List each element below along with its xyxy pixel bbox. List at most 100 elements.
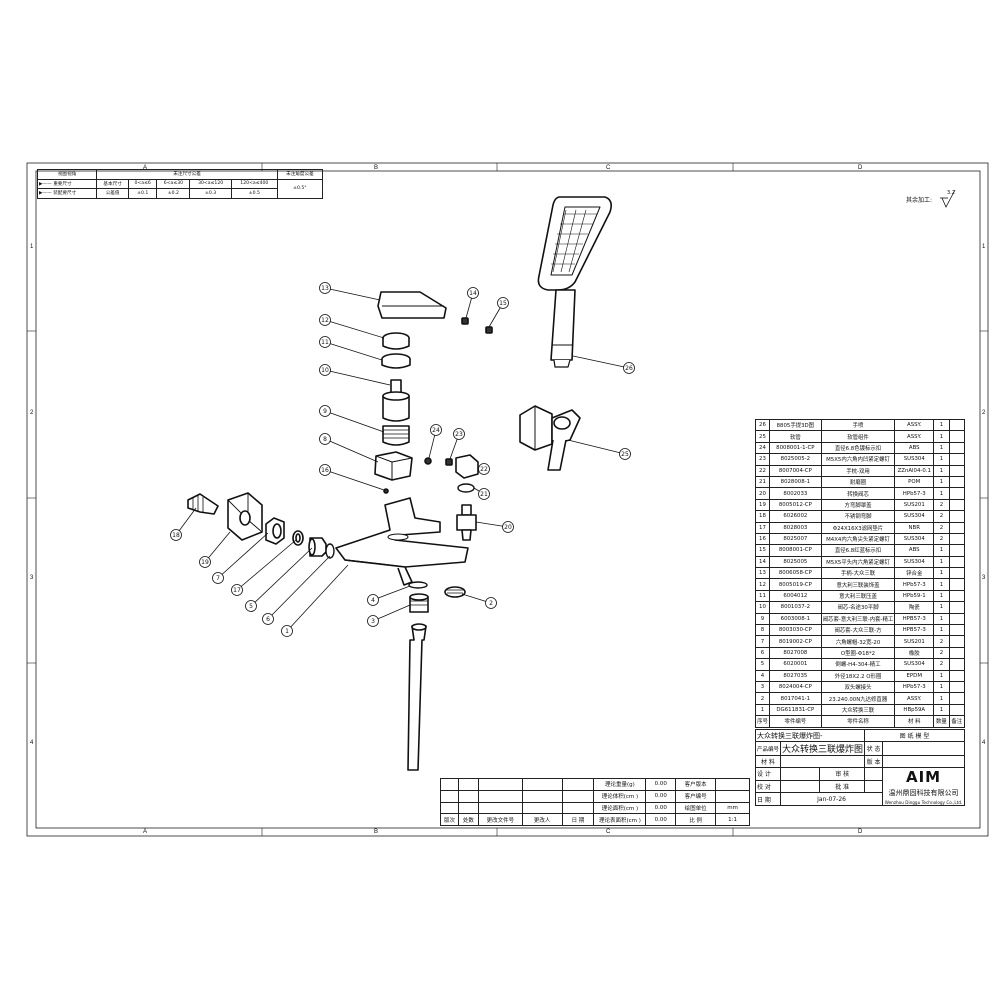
bom-cell-name: 软管组件 xyxy=(820,430,896,443)
prop-client-code-value xyxy=(715,789,750,803)
callout-number: 6 xyxy=(266,616,270,623)
o-ring-small-part xyxy=(408,581,428,589)
lever-handle-part xyxy=(377,291,447,319)
bom-cell-no: 9 xyxy=(755,612,770,626)
status-value xyxy=(882,741,965,756)
bom-cell-no: 20 xyxy=(755,487,770,500)
bom-cell-name: 直径6.8色镀标示扣 xyxy=(820,441,896,455)
date-value: Jan-07-26 xyxy=(780,792,884,806)
callout-bubble xyxy=(319,314,331,326)
bom-cell-mat: HPb59-1 xyxy=(894,589,935,603)
bom-cell-name: 手枕-双用 xyxy=(820,464,896,477)
bom-cell-mat: ABS xyxy=(894,544,935,557)
bom-cell-code: 8007004-CP xyxy=(768,464,822,477)
callout-leader xyxy=(324,319,385,339)
bom-cell-code: 8025007 xyxy=(768,532,822,546)
callout-bubble xyxy=(170,529,182,541)
callout-bubble xyxy=(453,428,465,440)
zone-col-d-bottom: D xyxy=(858,829,863,835)
bom-cell-code: 8003030-CP xyxy=(768,624,822,637)
tol-range-4: 120<a≤400 xyxy=(230,178,278,189)
bom-cell-code: 8028003 xyxy=(768,521,822,534)
prop-surface-value: 0.00 xyxy=(645,813,677,827)
bom-cell-qty: 2 xyxy=(933,635,950,648)
zone-row-1-right: 1 xyxy=(982,244,986,250)
bom-cell-note xyxy=(948,555,966,569)
bom-cell-code: 8008001-CP xyxy=(768,544,822,557)
bom-cell-note xyxy=(948,578,966,591)
bom-cell-mat: HPB57-3 xyxy=(894,624,935,637)
bom-cell-code: 6003008-1 xyxy=(768,612,822,626)
version-label: 版 本 xyxy=(864,755,884,768)
bom-cell-name: 六角螺帽-32宽-20 xyxy=(820,635,896,648)
callout-leader xyxy=(286,564,349,632)
bom-cell-note xyxy=(948,532,966,546)
product-code-label: 产品编号 xyxy=(754,741,782,756)
deco-cover-part xyxy=(382,332,410,350)
bom-cell-code: 8025005-2 xyxy=(768,453,822,466)
bom-cell-qty: 1 xyxy=(933,464,950,477)
bom-cell-name: 意大利三联装饰盖 xyxy=(820,578,896,591)
callout-number: 11 xyxy=(321,339,329,346)
tolerance-table: 视图视角 未注尺寸公差 未注角度公差 ▶—— 重要尺寸 基本尺寸 0<a≤6 6… xyxy=(36,169,324,199)
callout-number: 3 xyxy=(371,618,375,625)
callout-number: 25 xyxy=(621,451,629,458)
bom-cell-no: 2 xyxy=(755,692,770,705)
surface-value: 3.2 xyxy=(947,190,955,196)
zone-row-4-right: 4 xyxy=(982,740,986,746)
callout-bubble xyxy=(319,405,331,417)
bom-cell-name: M5X5内六角内凹紧定螺钉 xyxy=(820,453,896,466)
wear-ring-part xyxy=(457,483,475,493)
hist-date: 日 期 xyxy=(561,813,595,827)
bom-cell-note xyxy=(948,624,966,637)
callout-leader xyxy=(324,287,381,301)
callout-bubble xyxy=(430,424,442,436)
callout-number: 5 xyxy=(249,603,253,610)
design-label: 设 计 xyxy=(754,767,782,781)
bom-cell-qty: 1 xyxy=(933,430,950,443)
bom-cell-code: 6026002 xyxy=(768,510,822,523)
prop-scale-value: 1:1 xyxy=(715,813,750,827)
callout-number: 1 xyxy=(285,628,289,635)
prop-area-value: 0.00 xyxy=(645,801,677,815)
hose-pipe-part xyxy=(407,623,427,771)
zone-col-a-top: A xyxy=(143,165,148,171)
bom-cell-note xyxy=(948,703,966,717)
diverter-cartridge-part xyxy=(456,504,477,541)
bom-cell-no: 16 xyxy=(755,532,770,546)
bom-header-mat: 材 料 xyxy=(894,715,935,728)
callout-number: 7 xyxy=(216,575,220,582)
approve-label: 批 准 xyxy=(819,779,866,794)
tol-range-3: 30<a≤120 xyxy=(189,178,232,189)
callout-bubble xyxy=(319,364,331,376)
bom-cell-name: 双头螺接头 xyxy=(820,680,896,694)
bom-cell-no: 23 xyxy=(755,453,770,466)
bom-cell-note xyxy=(948,453,966,466)
bom-cell-no: 18 xyxy=(755,510,770,523)
review-label: 审 核 xyxy=(819,767,866,781)
bom-cell-note xyxy=(948,544,966,557)
callout-number: 15 xyxy=(499,300,507,307)
bom-cell-qty: 2 xyxy=(933,646,950,660)
tol-value-1: ±0.1 xyxy=(127,188,158,199)
bom-cell-code: 6020001 xyxy=(768,658,822,671)
prop-surface-label: 理论表面积(cm ) xyxy=(593,813,647,827)
bom-cell-qty: 1 xyxy=(933,692,950,705)
bom-cell-no: 25 xyxy=(755,430,770,443)
bom-cell-code: 8008001-1-CP xyxy=(768,441,822,455)
callout-bubble xyxy=(497,297,509,309)
callout-number: 9 xyxy=(323,408,327,415)
prop-weight-value: 0.00 xyxy=(645,778,677,791)
bom-cell-code: 8028008-1 xyxy=(768,475,822,489)
bom-cell-qty: 1 xyxy=(933,578,950,591)
callout-leader xyxy=(324,341,383,361)
bom-cell-name: 阀芯-名途30平脚 xyxy=(820,601,896,614)
bom-cell-code: 8001037-2 xyxy=(768,601,822,614)
zone-row-2-right: 2 xyxy=(982,410,986,416)
